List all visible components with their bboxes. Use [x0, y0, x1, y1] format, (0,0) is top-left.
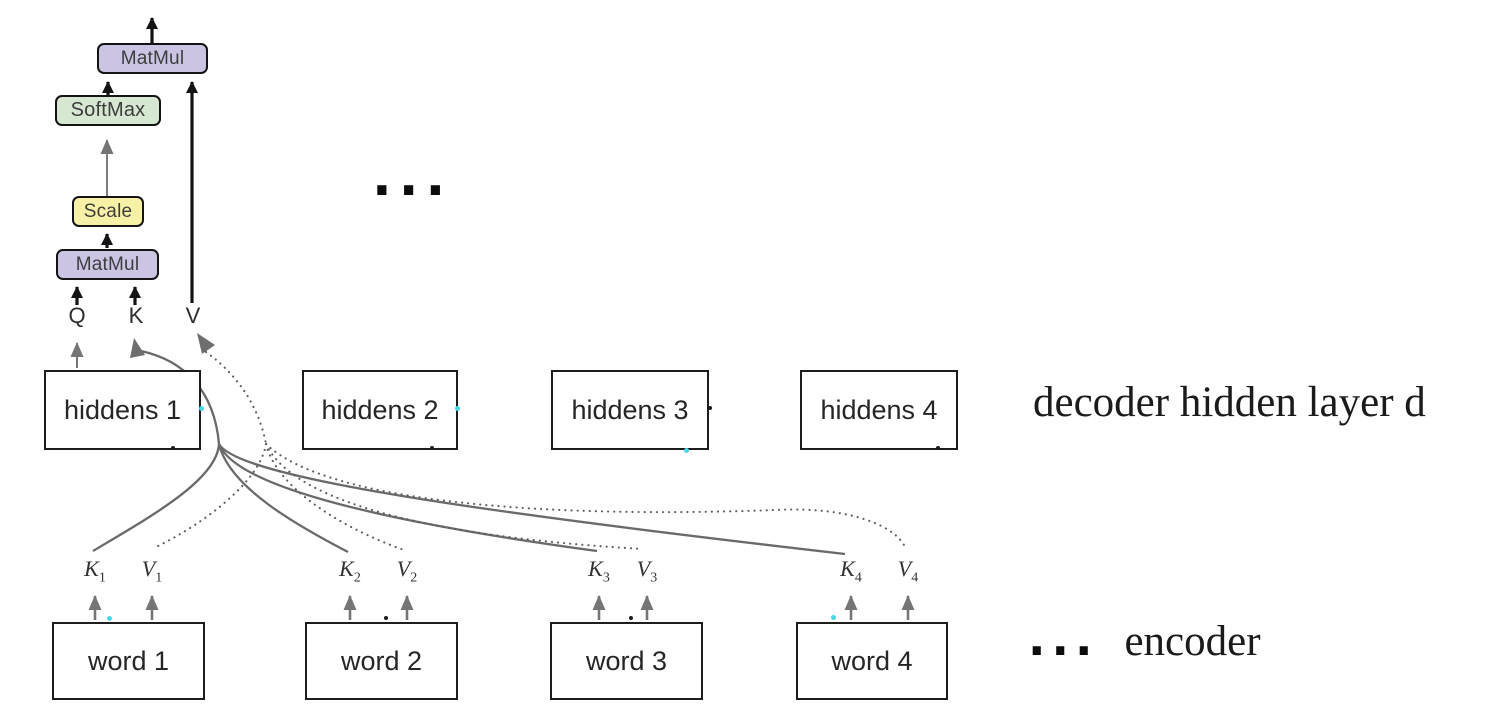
- word-3-box: word 3: [550, 622, 703, 700]
- v1-curve: [156, 442, 268, 548]
- k2-tag: K2: [339, 556, 361, 586]
- artifact-dot: [936, 446, 940, 450]
- v2-curve: [264, 442, 406, 552]
- hiddens-3-box: hiddens 3: [551, 370, 709, 450]
- matmul-top-node: MatMul: [97, 43, 208, 74]
- artifact-dot: [684, 448, 689, 453]
- artifact-dot: [199, 406, 204, 411]
- word-2-label: word 2: [340, 645, 423, 676]
- k1-curve: [92, 443, 221, 552]
- v-bundle-trunk: [204, 350, 268, 446]
- k3-tag: K3: [588, 556, 610, 586]
- k2-curve: [217, 443, 349, 554]
- v3-tag: V3: [636, 556, 658, 586]
- hiddens-3-label: hiddens 3: [571, 394, 689, 425]
- v3-base: V: [636, 556, 651, 581]
- artifact-dot: [384, 616, 388, 620]
- word-1-label: word 1: [87, 645, 170, 676]
- softmax-label: SoftMax: [70, 99, 146, 121]
- k3-sub: 3: [602, 570, 610, 586]
- softmax-node: SoftMax: [55, 95, 161, 126]
- hiddens-4-box: hiddens 4: [800, 370, 958, 450]
- artifact-dot: [430, 446, 434, 450]
- word-1-box: word 1: [52, 622, 205, 700]
- word-3-label: word 3: [585, 645, 668, 676]
- hiddens-4-label: hiddens 4: [820, 394, 938, 425]
- q-label: Q: [68, 303, 86, 328]
- k4-tag: K4: [840, 556, 862, 586]
- k1-sub: 1: [98, 570, 106, 586]
- word-4-box: word 4: [796, 622, 948, 700]
- artifact-dot: [171, 446, 175, 450]
- v-bundle-arrowhead: [197, 333, 215, 354]
- v4-sub: 4: [911, 570, 919, 586]
- k4-base: K: [840, 556, 855, 581]
- v1-sub: 1: [155, 570, 163, 586]
- matmul-bottom-node: MatMul: [56, 249, 159, 280]
- k2-base: K: [339, 556, 354, 581]
- artifact-dot: [708, 406, 712, 410]
- hiddens-1-label: hiddens 1: [63, 394, 182, 425]
- k3-curve: [217, 443, 598, 553]
- hiddens-2-box: hiddens 2: [302, 370, 458, 450]
- v1-base: V: [141, 556, 156, 581]
- encoder-annotation-dots: ...: [1028, 612, 1099, 666]
- word-4-label: word 4: [831, 645, 913, 676]
- decoder-annotation: decoder hidden layer d: [1033, 379, 1426, 426]
- word-2-box: word 2: [305, 622, 458, 700]
- k1-base: K: [84, 556, 99, 581]
- v4-base: V: [897, 556, 912, 581]
- k-bundle-arrowhead: [130, 338, 145, 358]
- matmul-bottom-label: MatMul: [75, 253, 140, 275]
- scale-label: Scale: [83, 200, 133, 222]
- v1-tag: V1: [141, 556, 163, 586]
- hiddens-2-label: hiddens 2: [321, 394, 439, 425]
- scale-node: Scale: [72, 196, 144, 227]
- artifact-dot: [455, 406, 460, 411]
- v2-tag: V2: [396, 556, 418, 586]
- k4-curve: [217, 443, 846, 556]
- matmul-top-label: MatMul: [120, 47, 185, 69]
- ellipsis-mid: ...: [372, 148, 453, 208]
- hiddens-1-box: hiddens 1: [44, 370, 201, 450]
- k1-tag: K1: [84, 556, 106, 586]
- k4-sub: 4: [854, 570, 862, 586]
- v4-tag: V4: [897, 556, 919, 586]
- artifact-dot: [107, 616, 112, 621]
- artifact-dot: [831, 615, 836, 620]
- encoder-annotation-text: encoder: [1124, 618, 1261, 665]
- v3-sub: 3: [650, 570, 658, 586]
- artifact-dot: [629, 616, 633, 620]
- k2-sub: 2: [353, 570, 361, 586]
- k-label: K: [128, 303, 144, 328]
- v2-base: V: [396, 556, 411, 581]
- k3-base: K: [588, 556, 603, 581]
- v-label: V: [185, 303, 201, 328]
- v2-sub: 2: [410, 570, 418, 586]
- encoder-annotation: ... encoder: [1028, 612, 1261, 666]
- v3-curve: [264, 442, 645, 551]
